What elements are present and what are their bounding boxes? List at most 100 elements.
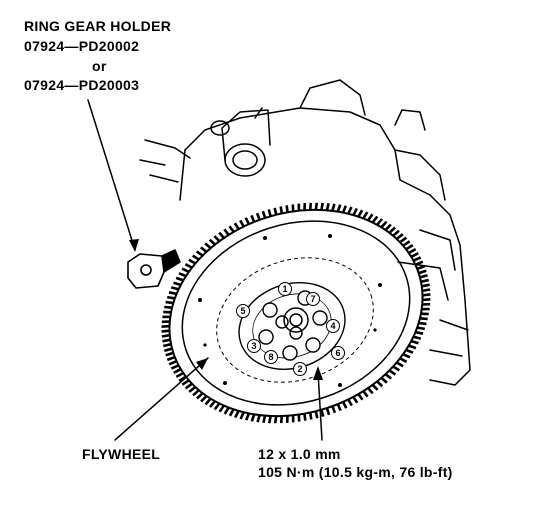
gear-tooth [352,207,358,216]
gear-tooth [192,389,200,397]
bolt-spec-leader [317,371,323,441]
gear-tooth [239,219,245,228]
gear-tooth [414,260,424,266]
gear-tooth [362,390,369,398]
gear-tooth [188,385,197,393]
gear-tooth [196,392,204,400]
gear-tooth [347,206,353,215]
gear-tooth [408,344,417,350]
gear-tooth [250,214,256,223]
gear-tooth [262,415,267,424]
gear-tooth [208,238,216,246]
gear-tooth [279,415,284,424]
crank-center-boss [283,307,309,333]
bolt-sequence-number: 6 [335,348,340,358]
gear-tooth [371,215,379,224]
gear-tooth [204,397,212,406]
ring-gear-holder-arrowhead [129,239,139,252]
gear-tooth [184,263,193,269]
gear-tooth [162,338,171,343]
gear-tooth [395,233,404,241]
gear-tooth [213,235,221,243]
gear-tooth [416,326,426,331]
gear-tooth [384,373,392,380]
gear-tooth [399,357,408,363]
gear-tooth [175,276,184,282]
bolt-sequence-circle [293,362,307,376]
gear-tooth [192,254,200,261]
gear-tooth [223,228,230,236]
gear-tooth [308,202,313,211]
gear-tooth [218,231,225,239]
bolt-sequence-number: 4 [330,321,335,331]
gear-tooth [416,264,426,271]
ring-gear-holder-tool [127,249,181,289]
gear-tooth [405,348,414,354]
gear-tooth [188,258,196,265]
gear-tooth [376,218,384,226]
gear-tooth [204,242,212,250]
gear-tooth [255,212,261,221]
gear-tooth [408,247,417,255]
gear-tooth [325,202,330,211]
gear-tooth [166,355,176,362]
bolt-sequence-circle [306,292,320,306]
gear-tooth [367,387,374,395]
gear-tooth [422,298,431,302]
gear-tooth [384,223,392,231]
gear-tooth [421,283,430,288]
gear-tooth [419,317,428,321]
gear-tooth [371,383,379,391]
gear-tooth [421,288,431,293]
gear-tooth [164,347,173,352]
gear-tooth [415,330,424,335]
gear-tooth [314,411,319,419]
gear-tooth [181,267,190,273]
gear-tooth [161,333,171,338]
gear-tooth [173,368,182,374]
gear-tooth [228,408,235,417]
gear-tooth [273,207,278,215]
bolt-size-label: 12 x 1.0 mm [258,446,341,462]
gear-tooth [244,217,251,225]
bolt-sequence-circle [331,346,345,360]
gear-tooth [422,293,431,297]
gear-tooth [388,369,397,376]
gear-tooth [410,339,419,345]
bolt-sequence-number: 7 [310,294,315,304]
bolt-sequence-number: 5 [240,306,245,316]
gear-tooth [399,236,408,244]
gear-tooth [388,226,396,234]
gear-tooth [165,351,174,357]
gear-tooth [418,321,427,326]
gear-tooth [208,400,216,408]
gear-tooth [367,213,374,222]
flywheel-face-rim [181,220,411,406]
gear-tooth [308,412,313,420]
ring-gear-holder-leader [87,99,136,251]
gear-tooth [410,252,419,258]
gear-tooth [380,220,388,229]
gear-tooth [325,407,331,416]
gear-tooth [396,361,404,368]
bolt-sequence-circle [278,282,292,296]
gear-tooth [256,414,261,423]
gear-tooth [170,286,179,291]
crank-bolts [258,290,328,361]
ring-gear-outer-edge [168,208,424,418]
gear-tooth [175,371,184,379]
bolt-sequence-number: 8 [268,352,273,362]
gear-tooth [228,225,235,233]
gear-tooth [402,240,411,247]
flywheel-face-dots [198,234,382,387]
gear-tooth [166,295,176,300]
gear-tooth [420,278,429,284]
gear-tooth [200,246,208,253]
gear-tooth [165,300,174,305]
gear-tooth [250,413,256,422]
gear-tooth [218,404,225,413]
gear-tooth [347,398,353,407]
gear-tooth [380,376,388,384]
bolt-sequence-circle [264,350,278,364]
